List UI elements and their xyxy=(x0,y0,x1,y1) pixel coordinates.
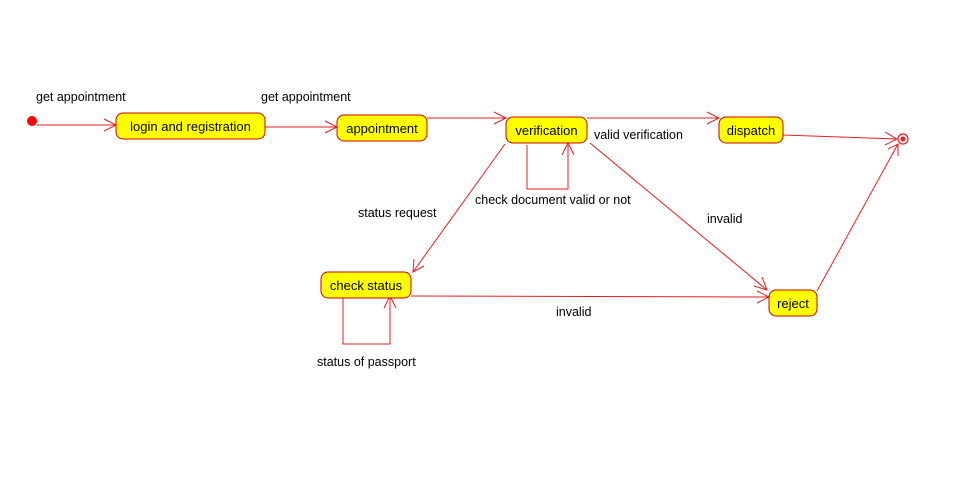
edge-check-status-to-reject xyxy=(410,290,771,304)
final-state xyxy=(897,133,909,145)
edge-label-verification-to-check-status: status request xyxy=(358,206,437,220)
edge-label-verification-self: check document valid or not xyxy=(475,193,631,207)
state-label-login: login and registration xyxy=(130,119,251,134)
edge-appointment-to-verification xyxy=(427,111,508,125)
edge-verification-to-reject xyxy=(589,142,768,291)
edge-start-to-login xyxy=(37,118,118,132)
state-login-and-registration: login and registration xyxy=(115,112,266,140)
state-reject: reject xyxy=(768,289,818,317)
edge-login-to-appointment xyxy=(265,120,339,134)
state-label-dispatch: dispatch xyxy=(727,123,775,138)
state-label-reject: reject xyxy=(777,296,809,311)
state-dispatch: dispatch xyxy=(718,116,784,144)
edge-verification-to-check-status xyxy=(412,143,506,273)
edge-label-login-to-appointment: get appointment xyxy=(261,90,351,104)
state-label-verification: verification xyxy=(515,123,577,138)
initial-state xyxy=(27,116,37,126)
state-label-appointment: appointment xyxy=(346,121,418,136)
edge-label-start-to-login: get appointment xyxy=(36,90,126,104)
state-check-status: check status xyxy=(320,271,412,299)
edge-reject-to-final xyxy=(816,143,899,292)
edge-verification-self-loop xyxy=(526,141,575,190)
state-label-check-status: check status xyxy=(330,278,403,293)
state-verification: verification xyxy=(505,116,588,144)
edge-verification-to-dispatch xyxy=(587,111,721,125)
edge-check-status-self-loop xyxy=(342,294,397,345)
edge-label-verification-to-reject: invalid xyxy=(707,212,742,226)
edge-label-check-status-self: status of passport xyxy=(317,355,416,369)
edge-label-verification-to-dispatch: valid verification xyxy=(594,128,683,142)
edge-dispatch-to-final xyxy=(782,131,899,146)
state-appointment: appointment xyxy=(336,114,428,142)
edge-label-check-status-to-reject: invalid xyxy=(556,305,591,319)
